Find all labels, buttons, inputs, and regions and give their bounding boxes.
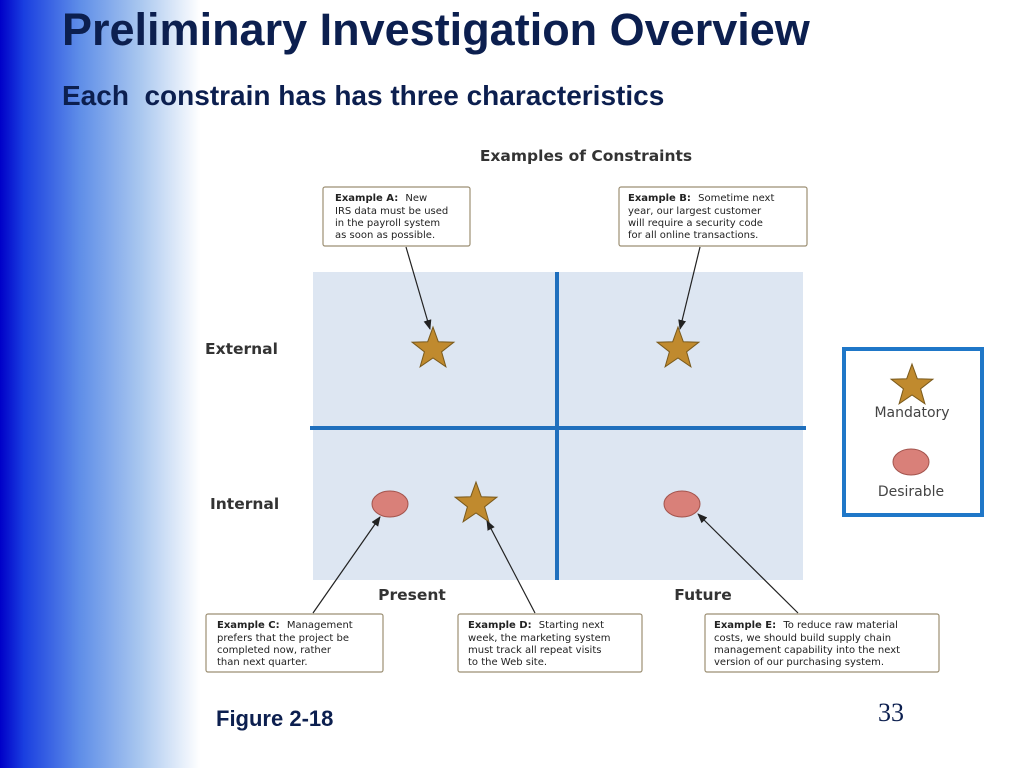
example-a-line: in the payroll system <box>335 218 440 229</box>
example-b-label: Example B: <box>628 193 691 204</box>
example-d-line: Starting next <box>539 620 604 631</box>
star-shape <box>655 325 701 368</box>
example-e-line: management capability into the next <box>714 645 900 656</box>
mandatory-star-icon <box>453 480 499 523</box>
example-c-line: completed now, rather <box>217 645 332 656</box>
page-number: 33 <box>878 698 904 727</box>
example-c-line: than next quarter. <box>217 657 308 668</box>
star-shape <box>410 325 456 368</box>
example-box-c: Example C: Management prefers that the p… <box>205 613 384 673</box>
slide-subtitle: Each constrain has has three characteris… <box>62 80 665 111</box>
example-e-label: Example E: <box>714 620 776 631</box>
side-gradient-bar <box>0 0 200 768</box>
row-label-internal: Internal <box>210 495 279 513</box>
legend-star-icon <box>889 362 935 405</box>
mandatory-star-icon <box>655 325 701 368</box>
arrow-example-d <box>486 520 536 614</box>
diagram-title: Examples of Constraints <box>480 147 692 165</box>
example-a-line: IRS data must be used <box>335 206 448 217</box>
example-b-line: will require a security code <box>628 218 763 229</box>
example-d-line: must track all repeat visits <box>468 645 601 656</box>
example-a-line: as soon as possible. <box>335 230 435 241</box>
slide-title: Preliminary Investigation Overview <box>62 4 810 55</box>
example-c-label: Example C: <box>217 620 280 631</box>
svg-text:Example D: Starting next: Example D: Starting next <box>468 620 604 631</box>
svg-text:Example C: Management: Example C: Management <box>217 620 353 631</box>
example-c-line: prefers that the project be <box>217 633 349 644</box>
svg-text:Example A: New: Example A: New <box>335 193 427 204</box>
example-b-line: year, our largest customer <box>628 206 762 217</box>
legend-circle-icon <box>892 448 930 476</box>
arrow-example-e <box>697 513 799 614</box>
svg-text:Example E: To reduce raw: Example E: To reduce raw material <box>714 620 898 631</box>
star-shape <box>889 362 935 405</box>
example-a-line: New <box>405 193 427 204</box>
desirable-circle-icon <box>663 490 701 518</box>
legend-label-desirable: Desirable <box>878 484 944 500</box>
legend-label-mandatory: Mandatory <box>874 405 949 421</box>
mandatory-star-icon <box>410 325 456 368</box>
example-e-line: To reduce raw material <box>782 620 898 631</box>
example-d-line: to the Web site. <box>468 657 547 668</box>
example-box-d: Example D: Starting next week, the marke… <box>457 613 643 673</box>
column-label-present: Present <box>378 586 446 604</box>
example-box-b: Example B: Sometime next year, our large… <box>618 186 808 247</box>
example-c-line: Management <box>287 620 353 631</box>
column-label-future: Future <box>674 586 731 604</box>
star-shape <box>453 480 499 523</box>
desirable-circle-icon <box>371 490 409 518</box>
example-a-label: Example A: <box>335 193 398 204</box>
figure-caption: Figure 2-18 <box>216 706 334 731</box>
row-label-external: External <box>205 340 278 358</box>
arrow-example-b <box>678 246 701 330</box>
arrow-example-c <box>312 516 381 614</box>
example-d-label: Example D: <box>468 620 532 631</box>
example-e-line: costs, we should build supply chain <box>714 633 891 644</box>
arrow-example-a <box>405 246 432 330</box>
example-d-line: week, the marketing system <box>468 633 611 644</box>
example-e-line: version of our purchasing system. <box>714 657 884 668</box>
example-box-a: Example A: New IRS data must be used in … <box>322 186 471 247</box>
svg-text:Example B: Sometime next: Example B: Sometime next <box>628 193 774 204</box>
example-b-line: for all online transactions. <box>628 230 758 241</box>
example-box-e: Example E: To reduce raw material costs,… <box>704 613 940 673</box>
example-b-line: Sometime next <box>698 193 774 204</box>
